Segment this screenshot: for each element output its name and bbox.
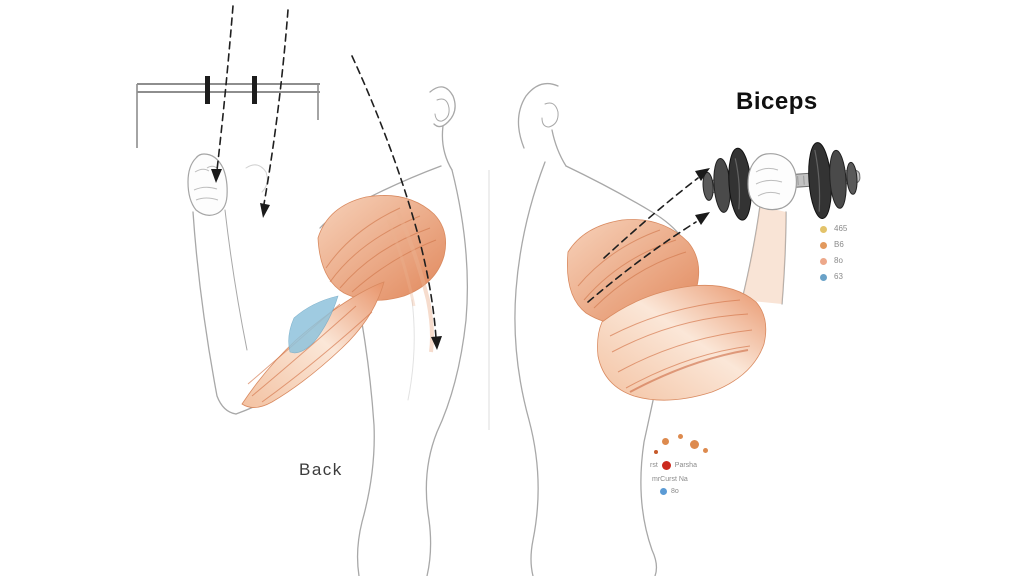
left-figure-muscles [241,195,447,408]
red-dot-icon [661,461,671,470]
scatter-dot-icon [654,450,658,454]
bottom-legend-text: mrCurst Na [652,476,688,483]
right-figure-muscles [567,206,786,401]
scatter-dot-icon [690,440,699,449]
bottom-legend-text: Parsha [674,462,697,469]
legend-dot-icon [820,273,827,281]
scatter-dot-icon [662,438,669,445]
legend-item-label: 63 [834,272,843,281]
muscle-legend: 465 B6 8o 63 [820,221,890,285]
legend-item: B6 [820,237,890,253]
legend-dot-icon [820,241,827,249]
legend-dot-icon [820,257,827,265]
bottom-legend-text: rst [650,462,658,469]
legend-item: 63 [820,269,890,285]
legend-item-label: B6 [834,240,844,249]
legend-item: 465 [820,221,890,237]
scatter-dot-icon [703,448,708,453]
biceps-label: Biceps [736,88,818,115]
legend-item-label: 8o [834,256,843,265]
annotation-arrows [216,5,699,339]
blue-muscle-highlight [288,295,339,354]
left-hand [187,153,228,216]
bottom-legend-row: mrCurst Na [652,476,688,483]
bottom-legend: rst Parsha mrCurst Na 8o [640,430,760,508]
right-hand [747,153,797,211]
bottom-legend-row: 8o [660,488,679,495]
pull-up-bar [136,76,320,148]
legend-item: 8o [820,253,890,269]
blue-dot-icon [660,488,667,495]
legend-dot-icon [820,225,827,233]
arrowheads [211,168,710,350]
back-label: Back [299,460,343,479]
bottom-legend-row: rst Parsha [650,461,697,470]
legend-item-label: 465 [834,224,848,233]
bottom-legend-text: 8o [671,488,679,495]
scatter-dot-icon [678,434,683,439]
